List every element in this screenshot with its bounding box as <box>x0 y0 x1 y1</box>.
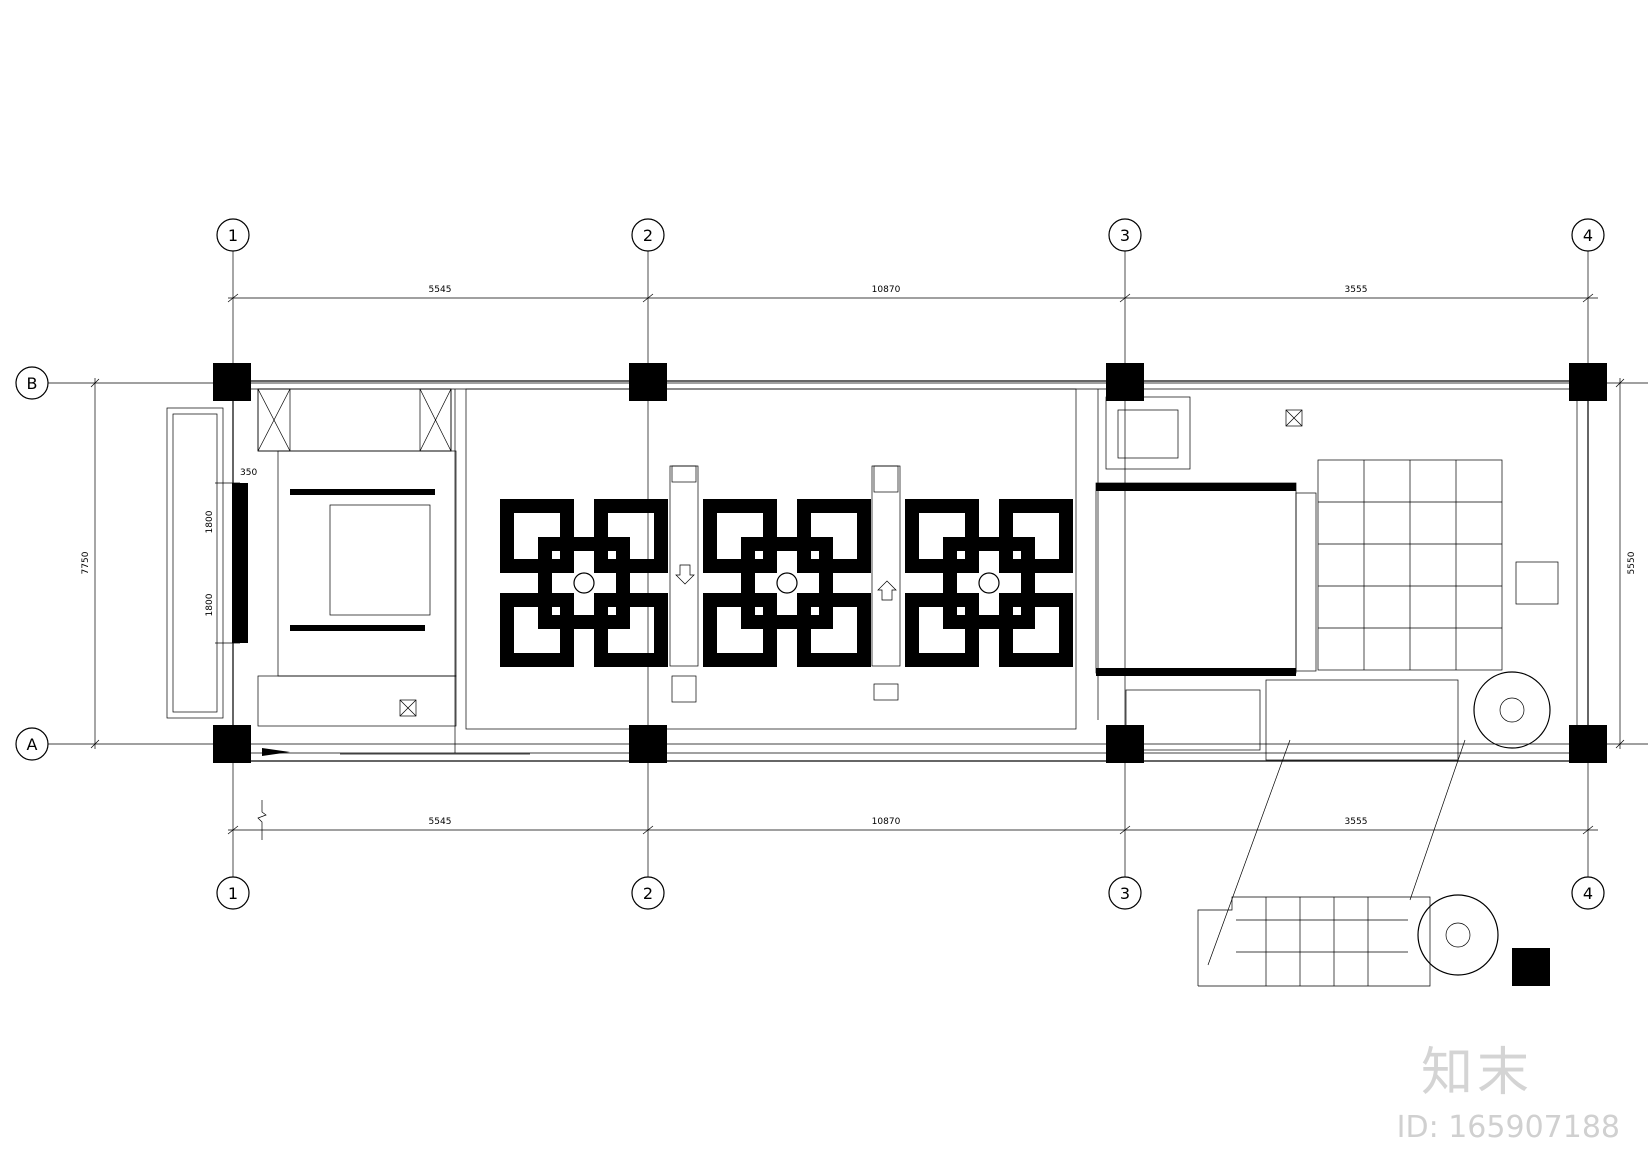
grid-label-top-3: 3 <box>1120 226 1130 245</box>
dimension-bottom: 5545 10870 3555 <box>227 800 1598 840</box>
dim-bottom-1: 5545 <box>429 817 452 827</box>
grid-label-bottom-1: 1 <box>228 884 238 903</box>
dim-top-1: 5545 <box>429 285 452 295</box>
dim-top-2: 10870 <box>872 285 901 295</box>
grid-axis-top: 1 2 3 4 <box>216 218 1605 252</box>
dim-top-3: 3555 <box>1345 285 1368 295</box>
watermark-id: ID: 165907188 <box>1396 1110 1620 1145</box>
dim-right: 5550 <box>1627 551 1637 574</box>
dim-bottom-3: 3555 <box>1345 817 1368 827</box>
grid-axis-bottom: 1 2 3 4 <box>216 876 1605 910</box>
grid-axis-left: B A <box>15 366 49 761</box>
central-hall <box>465 388 1077 730</box>
grid-label-top-4: 4 <box>1583 226 1593 245</box>
grid-label-bottom-2: 2 <box>643 884 653 903</box>
grid-label-top-2: 2 <box>643 226 653 245</box>
dim-350: 350 <box>240 468 257 478</box>
dim-left: 7750 <box>81 551 91 574</box>
grid-label-a: A <box>27 735 38 754</box>
right-zone <box>1095 396 1559 761</box>
grid-label-top-1: 1 <box>228 226 238 245</box>
fretwork-panel-1 <box>500 499 668 667</box>
fretwork-panel-3 <box>905 499 1073 667</box>
dim-1800-lower: 1800 <box>205 593 215 616</box>
grid-label-bottom-4: 4 <box>1583 884 1593 903</box>
dim-bottom-2: 10870 <box>872 817 901 827</box>
dim-1800-upper: 1800 <box>205 510 215 533</box>
dimension-left: 7750 <box>81 378 100 749</box>
grid-label-b: B <box>27 374 38 393</box>
fretwork-panel-2 <box>703 499 871 667</box>
dimension-right: 5550 <box>1615 378 1637 749</box>
left-entrance-zone: 1800 1800 350 <box>166 388 530 756</box>
dimension-top: 5545 10870 3555 <box>227 285 1598 303</box>
watermark-brand: 知末 <box>1420 1043 1533 1103</box>
structural-columns <box>213 363 1607 986</box>
grid-label-bottom-3: 3 <box>1120 884 1130 903</box>
lower-annex <box>1197 739 1499 987</box>
